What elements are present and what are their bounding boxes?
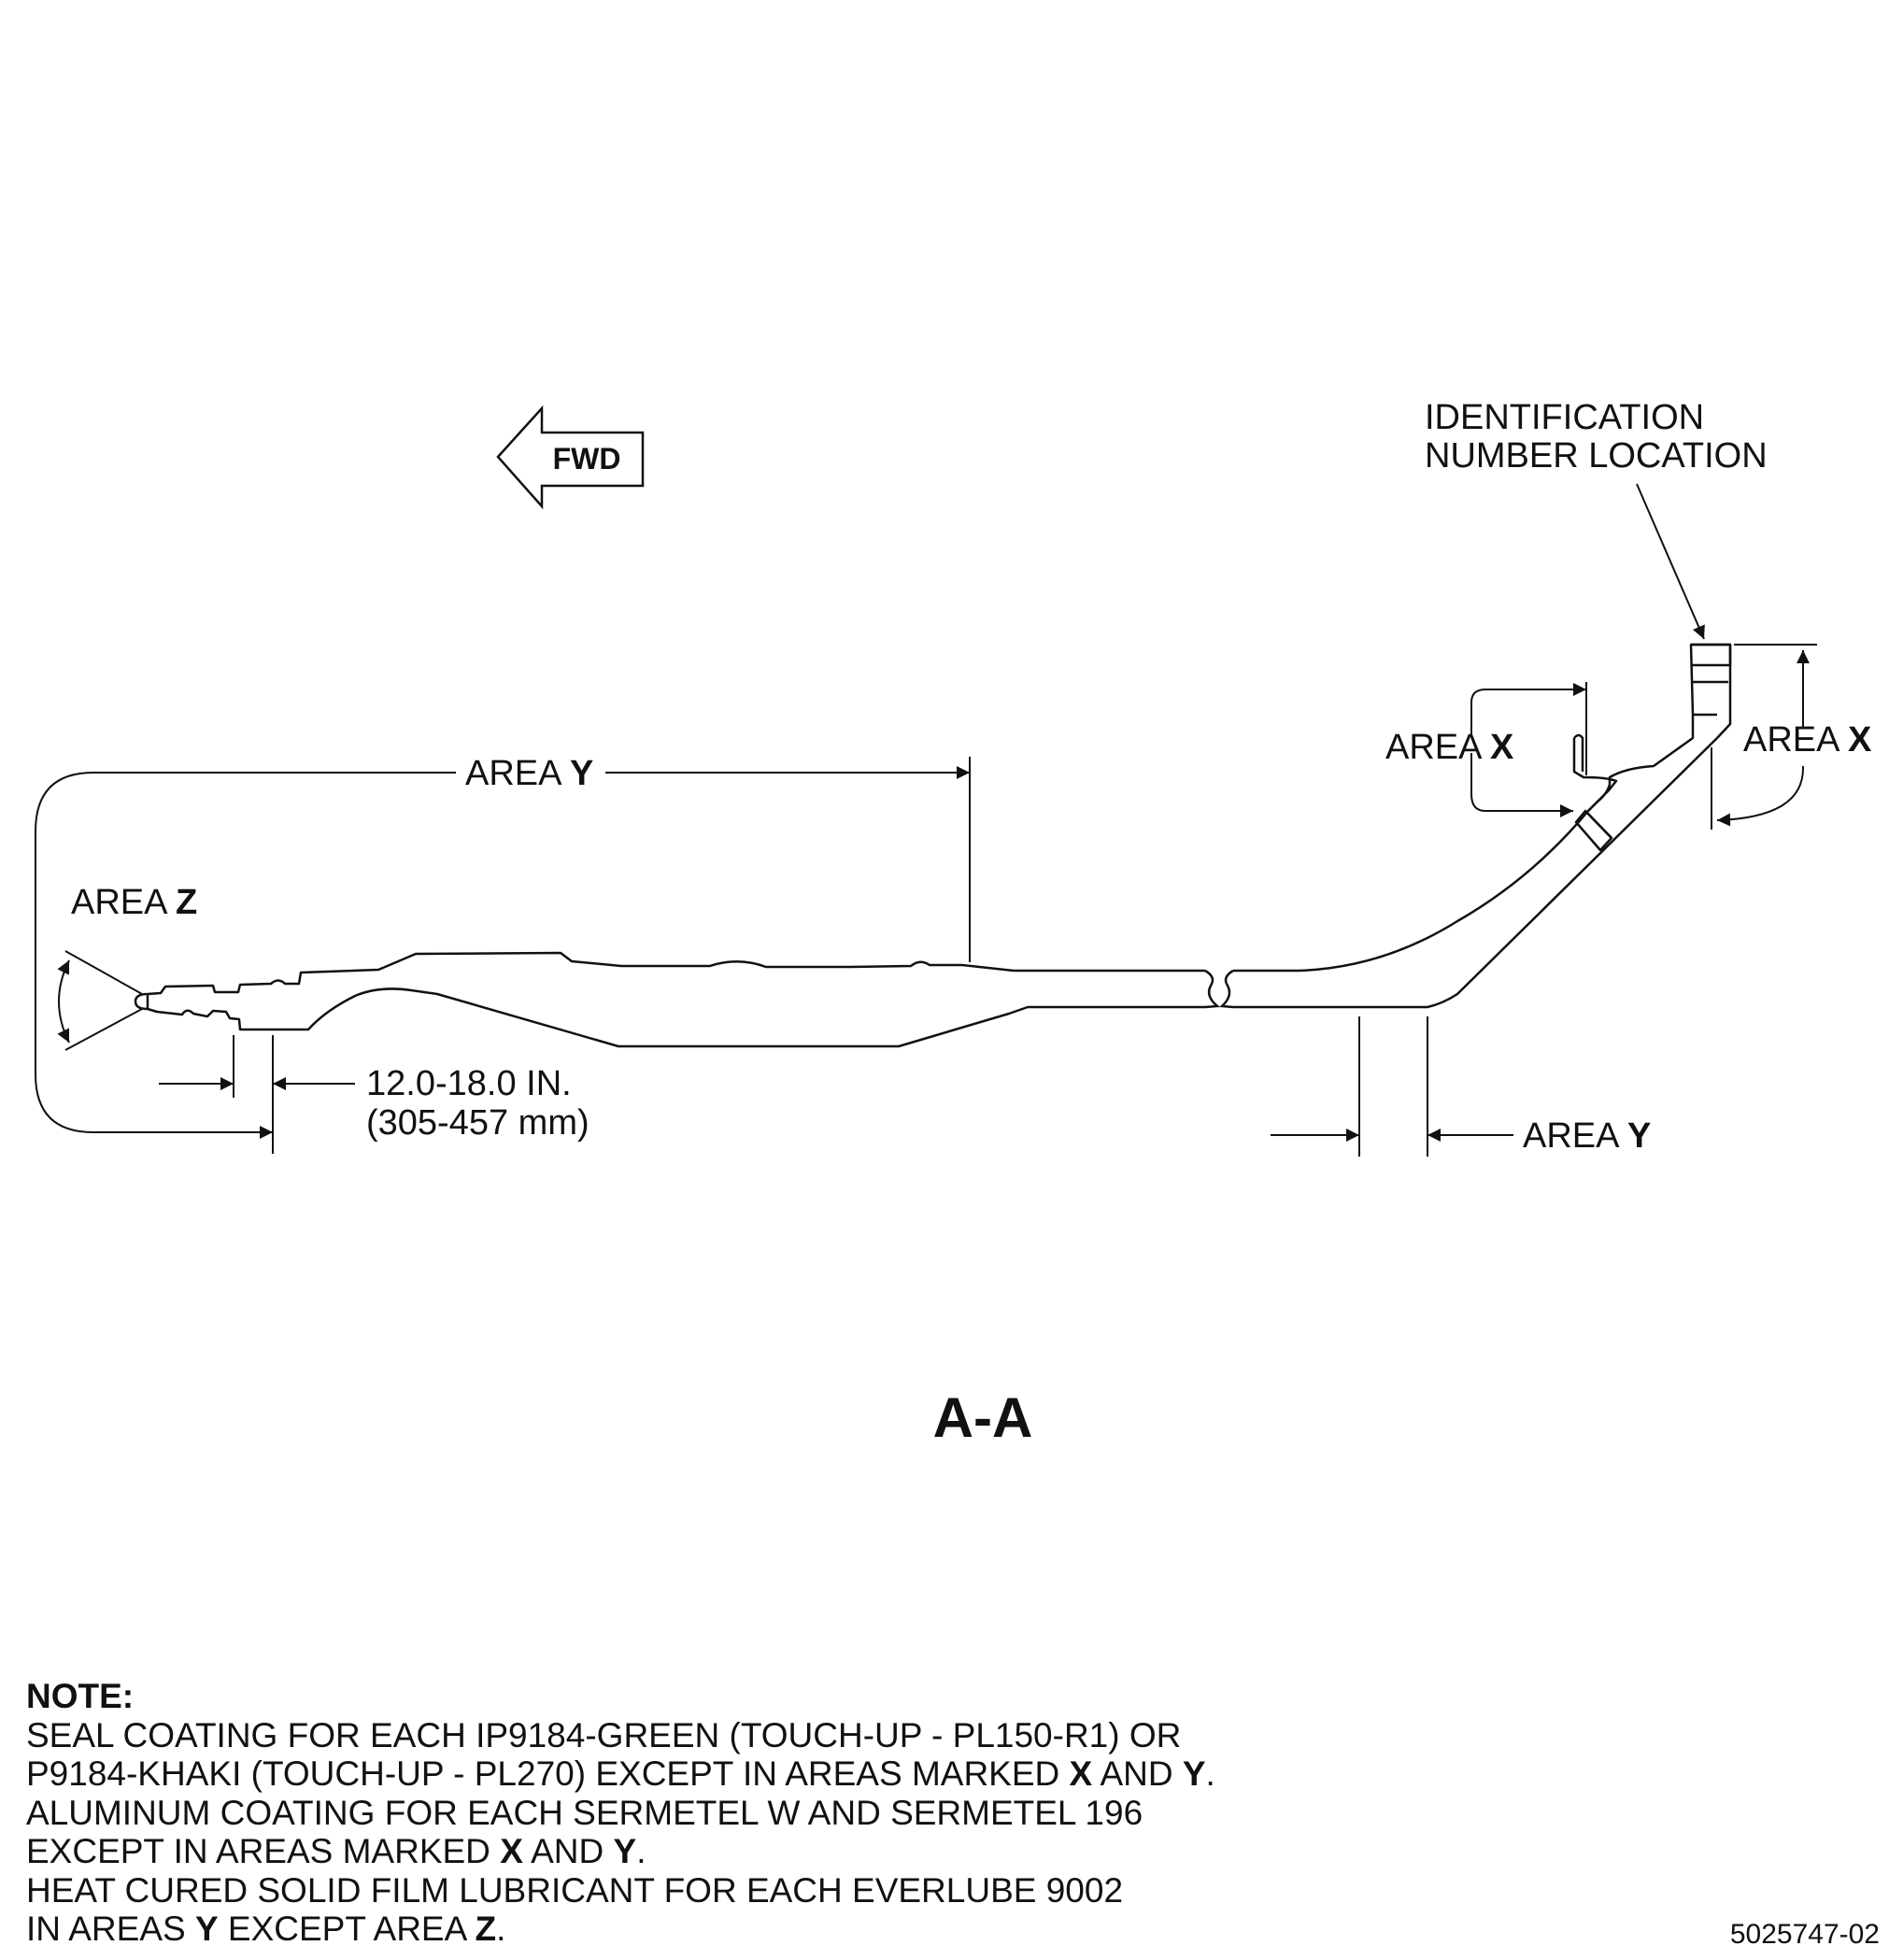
flange-tab-inner (1573, 733, 1584, 772)
note-line-6: IN AREAS Y EXCEPT AREA Z. (26, 1910, 506, 1948)
note-line-5: HEAT CURED SOLID FILM LUBRICANT FOR EACH… (26, 1870, 1124, 1910)
band-inner (1584, 810, 1612, 839)
note-block: NOTE: SEAL COATING FOR EACH IP9184-GREEN… (26, 1677, 1215, 1949)
id-block-top (1691, 643, 1732, 667)
document-number: 5025747-02 (1729, 1919, 1880, 1950)
part-profile-right (1233, 643, 1732, 1009)
break-line-right (1219, 969, 1234, 1009)
area-y-bottom-callout (1271, 1016, 1513, 1157)
note-line-3: ALUMINUM COATING FOR EACH SERMETEL W AND… (26, 1793, 1143, 1832)
area-y-top-callout (35, 757, 971, 1139)
part-lower-edge-right (1233, 737, 1718, 1009)
area-y-bottom-label: AREA Y (1523, 1116, 1651, 1156)
flange-tab (1572, 738, 1618, 812)
forward-arrow-shape (496, 405, 645, 510)
note-line-2: P9184-KHAKI (TOUCH-UP - PL270) EXCEPT IN… (26, 1754, 1215, 1793)
section-title: A-A (933, 1386, 1033, 1449)
area-x-right-callout (1711, 644, 1817, 830)
note-heading: NOTE: (26, 1677, 135, 1715)
dimension-metric: (305-457 mm) (366, 1103, 589, 1143)
dimension-label: 12.0-18.0 IN. (305-457 mm) (366, 1064, 589, 1143)
note-line-1: SEAL COATING FOR EACH IP9184-GREEN (TOUC… (26, 1715, 1182, 1754)
break-symbol (1204, 969, 1234, 1009)
length-dimension (159, 1035, 355, 1154)
area-y-top-label: AREA Y (465, 754, 593, 793)
area-x-left-label: AREA X (1385, 728, 1514, 767)
cross-section-band (1574, 809, 1613, 852)
break-line-left (1204, 969, 1221, 1009)
note-line-4: EXCEPT IN AREAS MARKED X AND Y. (26, 1832, 646, 1870)
area-x-right-arrow-curve (1716, 765, 1805, 827)
area-z-angle-arc (57, 959, 70, 1044)
area-x-left-callout (1470, 682, 1587, 817)
part-outline-left (134, 951, 1205, 1048)
part-profile-left (134, 951, 1205, 1048)
area-x-left-bracket-top (1470, 683, 1586, 738)
area-x-left-bracket-bottom (1470, 753, 1573, 817)
forward-label: FWD (553, 442, 621, 476)
area-x-right-label: AREA X (1743, 720, 1872, 760)
id-location-label: IDENTIFICATION NUMBER LOCATION (1425, 398, 1768, 476)
area-z-callout (57, 950, 143, 1051)
id-location-callout (1636, 483, 1705, 640)
area-z-ray-upper (64, 950, 143, 995)
id-location-leader (1636, 483, 1705, 640)
dimension-imperial: 12.0-18.0 IN. (366, 1064, 572, 1103)
id-block-mid (1693, 680, 1728, 717)
area-y-top-leader-left (35, 772, 456, 1139)
forward-arrow: FWD (496, 405, 645, 510)
area-z-ray-lower (64, 1008, 143, 1051)
part-upper-edge-right (1233, 643, 1732, 973)
area-z-label: AREA Z (71, 883, 197, 922)
id-location-line-1: IDENTIFICATION (1425, 398, 1704, 437)
id-location-line-2: NUMBER LOCATION (1425, 436, 1768, 476)
